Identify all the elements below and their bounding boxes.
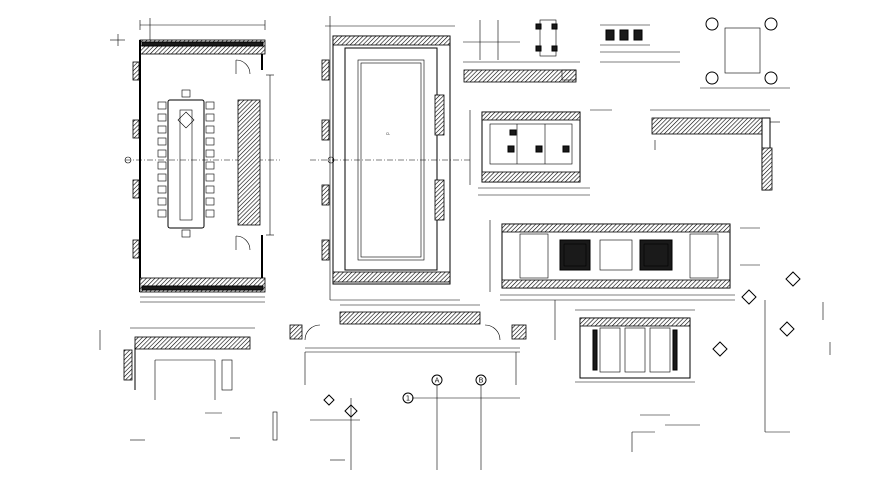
grid-label-b: B xyxy=(479,377,484,385)
grid-bubble-1: 1 xyxy=(402,392,414,404)
wall-elevation-main xyxy=(489,220,760,301)
section-marker-2 xyxy=(310,394,360,421)
wall-section-detail xyxy=(650,109,780,191)
section-marker-1 xyxy=(344,398,358,470)
corner-detail-plan xyxy=(99,327,255,400)
svg-text:CL: CL xyxy=(386,132,390,136)
misc-annotations xyxy=(130,411,700,461)
chair-row-left xyxy=(157,101,167,218)
grid-bubble-b: B xyxy=(475,374,487,386)
detail-small-elevation xyxy=(600,24,680,63)
conference-room-plan xyxy=(110,18,280,303)
detail-shelf-section xyxy=(463,20,580,83)
entrance-plan xyxy=(289,304,527,385)
section-marker-3 xyxy=(712,271,831,433)
grid-label-1: 1 xyxy=(406,395,410,403)
grid-label-a: A xyxy=(435,377,440,385)
reflected-ceiling-plan: CL xyxy=(310,16,470,301)
cabinet-elevation-lower xyxy=(554,300,695,383)
detail-table-setting xyxy=(700,17,790,89)
chair-row-right xyxy=(205,101,215,218)
grid-bubble-a: A xyxy=(431,374,443,386)
detail-column-plan xyxy=(535,19,558,57)
credenza-elevation xyxy=(469,109,612,196)
grid-lines xyxy=(412,385,520,470)
